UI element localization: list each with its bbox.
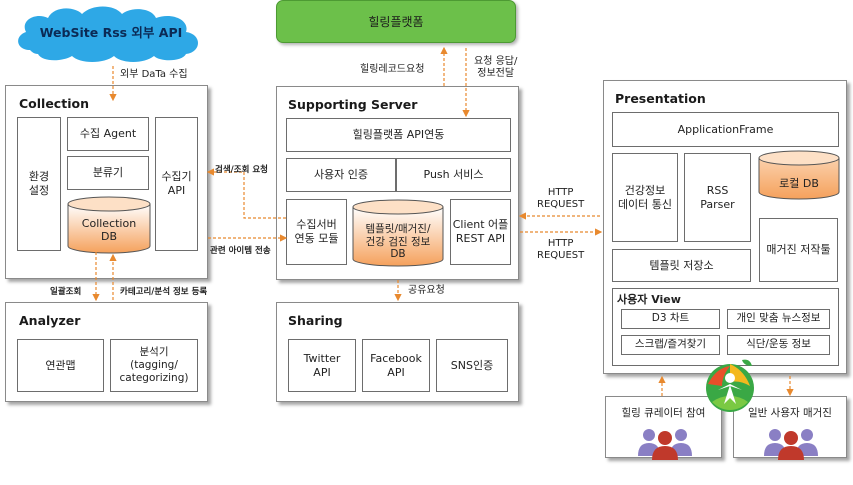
label-response-info: 요청 응답/ 정보전달	[474, 56, 518, 79]
local-db-label: 로컬 DB	[779, 177, 819, 191]
sharing-title: Sharing	[288, 313, 343, 328]
sns-auth-box: SNS인증	[436, 339, 508, 392]
push-service-box: Push 서비스	[396, 158, 511, 192]
collection-db-cylinder	[67, 196, 151, 254]
collect-agent-box: 수집 Agent	[67, 117, 149, 151]
env-settings-box: 환경 설정	[17, 117, 61, 251]
cloud-label: WebSite Rss 외부 API	[39, 25, 183, 40]
classifier-box: 분류기	[67, 156, 149, 190]
cloud-shape	[18, 6, 198, 62]
label-batch-query: 일괄조회	[50, 287, 82, 297]
label-external-data: 외부 DaTa 수집	[120, 69, 188, 80]
healing-platform-label: 힐링플랫폼	[368, 15, 424, 29]
label-related-items: 관련 아이템 전송	[210, 246, 271, 256]
template-db-cylinder	[352, 199, 444, 267]
label-category-register: 카테고리/분석 정보 등록	[120, 287, 208, 297]
supporting-server-title: Supporting Server	[288, 97, 418, 112]
diet-exercise-box: 식단/운동 정보	[727, 335, 830, 355]
collector-api-box: 수집기 API	[155, 117, 198, 251]
api-link-box: 힐링플랫폼 API연동	[286, 118, 511, 152]
analyzer-title: Analyzer	[19, 313, 81, 328]
curator-user-label: 힐링 큐레이터 참여	[621, 407, 706, 419]
template-db-label: 템플릿/매거진/ 건강 검진 정보 DB	[365, 223, 431, 261]
user-view-title: 사용자 View	[617, 293, 681, 306]
label-share-request: 공유요청	[408, 285, 445, 296]
label-search-request: 검색/조회 요청	[215, 165, 268, 175]
collector-link-box: 수집서버 연동 모듈	[286, 199, 347, 265]
local-db-cylinder	[758, 150, 840, 200]
presentation-title: Presentation	[615, 91, 706, 106]
label-http-request-1: HTTP REQUEST	[537, 187, 585, 210]
template-store-box: 템플릿 저장소	[612, 249, 751, 282]
rss-parser-box: RSS Parser	[684, 153, 751, 242]
analyzer-box: 분석기 (tagging/ categorizing)	[110, 339, 198, 392]
twitter-api-box: Twitter API	[288, 339, 356, 392]
collection-title: Collection	[19, 96, 89, 111]
health-data-comm-box: 건강정보 데이터 통신	[612, 153, 678, 242]
magazine-writer-box: 매거진 저작툴	[759, 218, 838, 282]
label-http-request-2: HTTP REQUEST	[537, 238, 585, 261]
label-healing-record: 힐링레코드요청	[360, 64, 425, 75]
user-group-icon	[764, 429, 818, 460]
user-group-icon	[638, 429, 692, 460]
scrap-favorites-box: 스크랩/즐겨찾기	[621, 335, 720, 355]
healing-platform-box: 힐링플랫폼	[276, 0, 516, 43]
user-auth-box: 사용자 인증	[286, 158, 396, 192]
client-rest-api-box: Client 어플 REST API	[450, 199, 511, 265]
d3-chart-box: D3 차트	[621, 309, 720, 329]
collection-db-label: Collection DB	[81, 216, 137, 243]
custom-news-box: 개인 맞춤 뉴스정보	[727, 309, 830, 329]
related-map-box: 연관맵	[17, 339, 104, 392]
app-frame-box: ApplicationFrame	[612, 112, 839, 147]
facebook-api-box: Facebook API	[362, 339, 430, 392]
healing-logo-icon	[706, 359, 754, 412]
general-user-label: 일반 사용자 매거진	[748, 407, 832, 419]
